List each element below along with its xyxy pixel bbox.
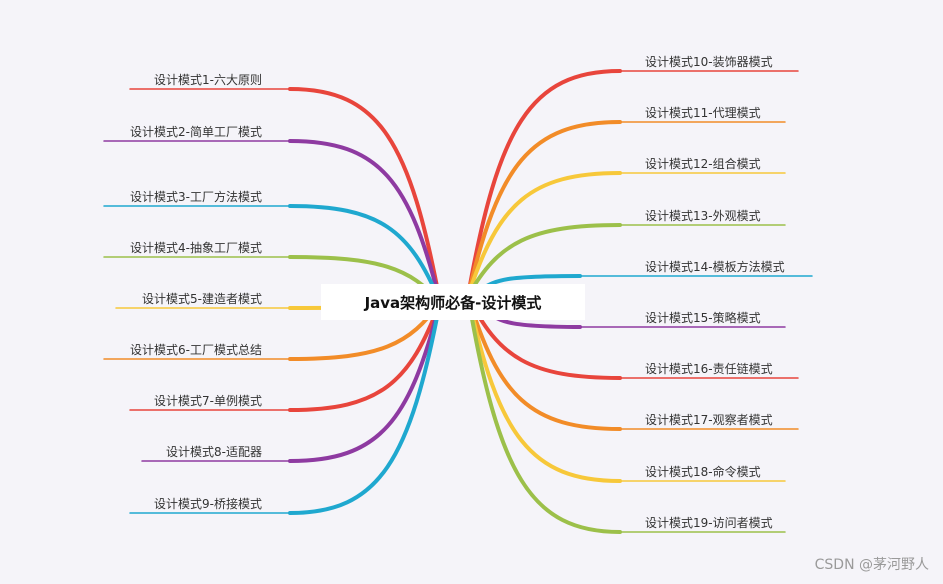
watermark: CSDN @茅河野人 [814,557,929,573]
left-branch-label-1[interactable]: 设计模式1-六大原则 [154,73,262,87]
right-branch-curve-13 [466,223,622,298]
right-branch-curve-10 [466,69,622,298]
left-branch-label-4[interactable]: 设计模式4-抽象工厂模式 [130,241,262,255]
left-branch-curve-2 [288,139,442,304]
left-branch-label-8[interactable]: 设计模式8-适配器 [166,445,262,459]
right-branch-label-14[interactable]: 设计模式14-模板方法模式 [645,260,785,274]
left-branch-label-9[interactable]: 设计模式9-桥接模式 [154,497,262,511]
left-branch-label-3[interactable]: 设计模式3-工厂方法模式 [130,190,262,204]
left-branch-label-2[interactable]: 设计模式2-简单工厂模式 [130,125,262,139]
left-branch-curve-3 [288,204,442,304]
right-branch-curve-11 [466,120,622,298]
left-branch-curve-1 [288,87,442,304]
right-branch-label-12[interactable]: 设计模式12-组合模式 [645,157,761,171]
right-branch-curve-19 [466,294,622,534]
right-branch-curve-18 [466,294,622,483]
root-node[interactable]: Java架构师必备-设计模式 [321,284,585,320]
right-branch-label-15[interactable]: 设计模式15-策略模式 [645,311,761,325]
right-branch-label-18[interactable]: 设计模式18-命令模式 [645,465,761,479]
right-branch-label-13[interactable]: 设计模式13-外观模式 [645,209,761,223]
right-branch-curve-17 [466,294,622,431]
left-branch-curve-9 [288,300,442,515]
right-branch-label-17[interactable]: 设计模式17-观察者模式 [645,413,773,427]
left-branch-curve-7 [288,300,442,412]
right-branch-curve-12 [466,171,622,298]
right-branch-label-19[interactable]: 设计模式19-访问者模式 [645,516,773,530]
left-branch-label-7[interactable]: 设计模式7-单例模式 [154,394,262,408]
right-branch-label-10[interactable]: 设计模式10-装饰器模式 [645,55,773,69]
right-branch-label-11[interactable]: 设计模式11-代理模式 [645,106,761,120]
left-branch-label-6[interactable]: 设计模式6-工厂模式总结 [130,343,262,357]
root-title: Java架构师必备-设计模式 [364,293,542,312]
left-branch-curve-8 [288,300,442,463]
right-branch-label-16[interactable]: 设计模式16-责任链模式 [645,362,773,376]
left-branch-label-5[interactable]: 设计模式5-建造者模式 [142,292,262,306]
